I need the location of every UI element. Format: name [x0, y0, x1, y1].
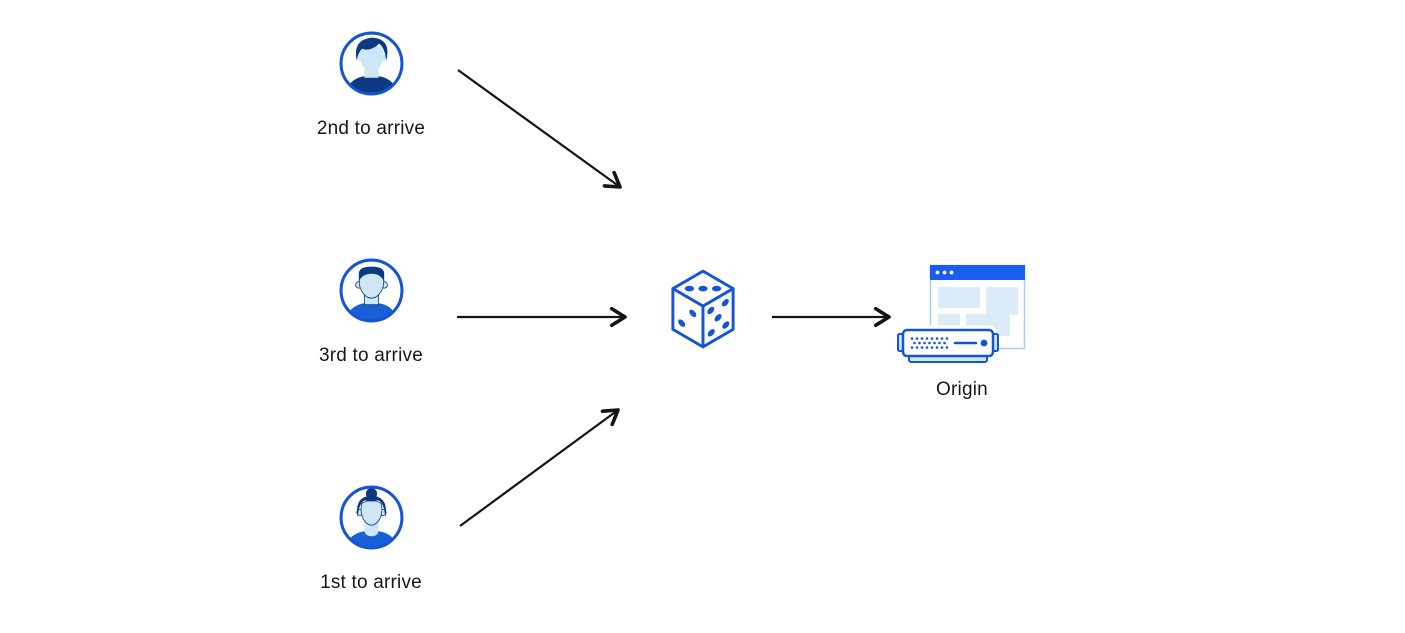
user-avatar-male-flattop-icon: [338, 257, 405, 324]
node-user-3rd-to-arrive: 3rd to arrive: [286, 257, 456, 367]
node-origin: Origin: [897, 262, 1027, 401]
user-avatar-male-swoop-icon: [338, 30, 405, 97]
node-dice: [669, 268, 737, 350]
node-label-user-bottom: 1st to arrive: [320, 572, 422, 593]
node-label-user-middle: 3rd to arrive: [319, 345, 423, 366]
user-avatar-female-icon: [338, 484, 405, 551]
node-label-user-top: 2nd to arrive: [316, 118, 426, 139]
edge-user-top-to-dice: [457, 69, 620, 187]
node-user-2nd-to-arrive: 2nd to arrive: [286, 30, 456, 140]
edge-user-bottom-to-dice: [459, 410, 618, 527]
dice-icon: [669, 268, 737, 350]
node-user-1st-to-arrive: 1st to arrive: [286, 484, 456, 594]
origin-server-icon: [897, 262, 1027, 366]
node-label-origin: Origin: [936, 379, 988, 400]
